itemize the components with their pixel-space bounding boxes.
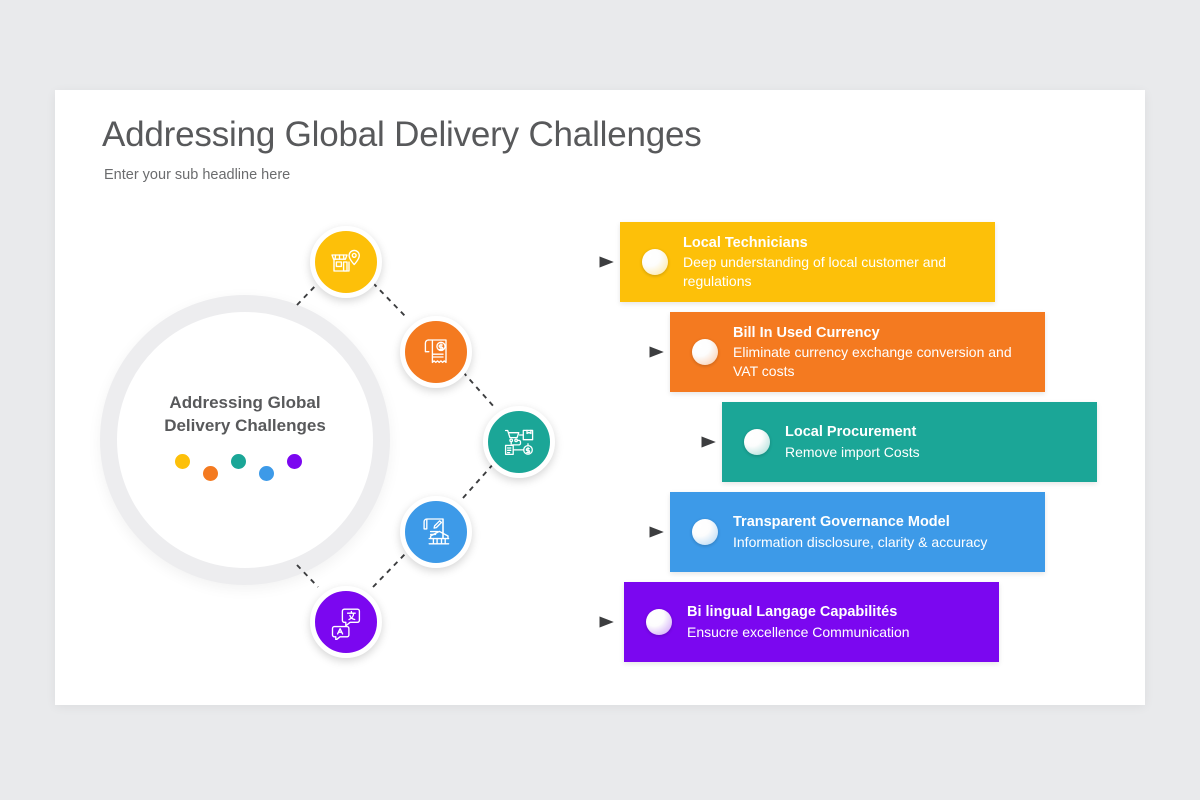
info-bar-text: Local Procurement Remove import Costs: [785, 423, 920, 461]
document-government-icon: [423, 518, 450, 545]
info-bar-text: Bill In Used Currency Eliminate currency…: [733, 324, 1033, 380]
info-bar-title: Local Technicians: [683, 234, 808, 251]
info-bar-description: Information disclosure, clarity & accura…: [733, 533, 988, 550]
bar-bullet-icon: [646, 609, 672, 635]
info-bar-title: Local Procurement: [785, 423, 917, 440]
node-circle-local-procurement[interactable]: [483, 406, 555, 478]
procurement-flow-icon: [504, 429, 534, 456]
slide-canvas: Addressing Global Delivery Challenges En…: [55, 90, 1145, 705]
info-bar-title: Bi lingual Langage Capabilités: [687, 603, 898, 620]
info-bar-description: Ensucre excellence Communication: [687, 623, 910, 640]
bar-bullet-icon: [692, 519, 718, 545]
central-hub-dot: [231, 453, 246, 469]
bar-bullet-icon: [642, 249, 668, 275]
info-bar-bi-lingual-langage-capabilites[interactable]: Bi lingual Langage Capabilités Ensucre e…: [624, 582, 999, 662]
page-title: Addressing Global Delivery Challenges: [102, 115, 702, 154]
node-circle-bill-in-used-currency[interactable]: [400, 316, 472, 388]
info-bar-transparent-governance-model[interactable]: Transparent Governance Model Information…: [670, 492, 1045, 572]
info-bar-description: Eliminate currency exchange conversion a…: [733, 344, 1012, 379]
storefront-location-icon: [331, 249, 360, 272]
central-hub: Addressing Global Delivery Challenges: [100, 295, 390, 585]
bar-bullet-icon: [692, 339, 718, 365]
central-hub-dot: [175, 453, 190, 469]
info-bar-description: Deep understanding of local customer and…: [683, 254, 947, 289]
node-circle-bi-lingual-langage-capabilites[interactable]: [310, 586, 382, 658]
info-bar-text: Local Technicians Deep understanding of …: [683, 234, 983, 290]
central-hub-dot: [287, 453, 302, 469]
translation-bubbles-icon: [331, 608, 361, 640]
node-circle-transparent-governance-model[interactable]: [400, 496, 472, 568]
info-bar-text: Bi lingual Langage Capabilités Ensucre e…: [687, 603, 910, 641]
central-hub-title: Addressing Global Delivery Challenges: [164, 393, 326, 435]
info-bar-text: Transparent Governance Model Information…: [733, 513, 987, 551]
central-hub-dot: [203, 465, 218, 481]
info-bar-local-procurement[interactable]: Local Procurement Remove import Costs: [722, 402, 1097, 482]
node-circle-local-technicians[interactable]: [310, 226, 382, 298]
invoice-dollar-icon: [424, 339, 447, 364]
bar-bullet-icon: [744, 429, 770, 455]
info-bar-title: Transparent Governance Model: [733, 513, 950, 530]
info-bar-description: Remove import Costs: [785, 443, 920, 460]
central-hub-dot: [259, 465, 274, 481]
central-hub-content: Addressing Global Delivery Challenges: [117, 312, 373, 568]
info-bar-local-technicians[interactable]: Local Technicians Deep understanding of …: [620, 222, 995, 302]
page-subtitle: Enter your sub headline here: [104, 167, 291, 183]
slide-header: Addressing Global Delivery Challenges En…: [102, 115, 702, 183]
central-hub-dots: [175, 453, 315, 488]
info-bar-title: Bill In Used Currency: [733, 324, 880, 341]
info-bar-bill-in-used-currency[interactable]: Bill In Used Currency Eliminate currency…: [670, 312, 1045, 392]
